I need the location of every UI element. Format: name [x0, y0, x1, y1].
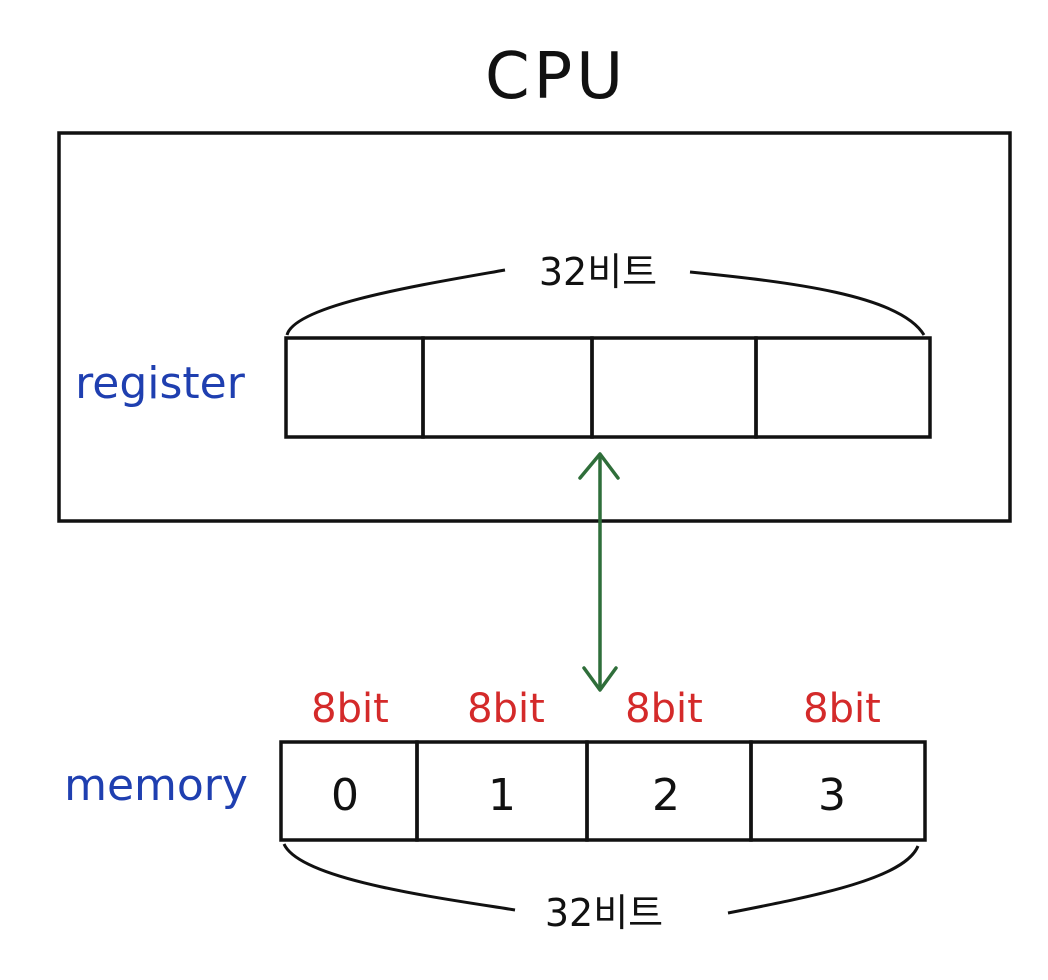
register-cell [754, 336, 932, 439]
memory-bit-label: 8bit [625, 686, 703, 732]
memory-cell-value: 0 [331, 770, 359, 821]
register-cells [284, 336, 932, 439]
memory-brace [282, 843, 920, 915]
memory-bit-label: 8bit [311, 686, 389, 732]
memory-label: memory [64, 760, 248, 811]
cpu-title: CPU [485, 40, 627, 114]
memory-cell [749, 740, 927, 842]
register-label: register [75, 358, 246, 409]
register-brace [285, 268, 926, 336]
data-transfer-arrow [578, 452, 620, 692]
memory-width-label: 32비트 [545, 891, 663, 935]
memory-cell-value: 2 [652, 770, 680, 821]
register-cell [284, 336, 425, 439]
register-cell [421, 336, 594, 439]
memory-bit-label: 8bit [803, 686, 881, 732]
register-cell [590, 336, 758, 439]
memory-cell-value: 3 [818, 770, 846, 821]
cpu-box [57, 131, 1012, 523]
register-width-label: 32비트 [539, 250, 657, 294]
memory-cells [279, 740, 927, 842]
memory-cell-value: 1 [488, 770, 516, 821]
memory-bit-label: 8bit [467, 686, 545, 732]
